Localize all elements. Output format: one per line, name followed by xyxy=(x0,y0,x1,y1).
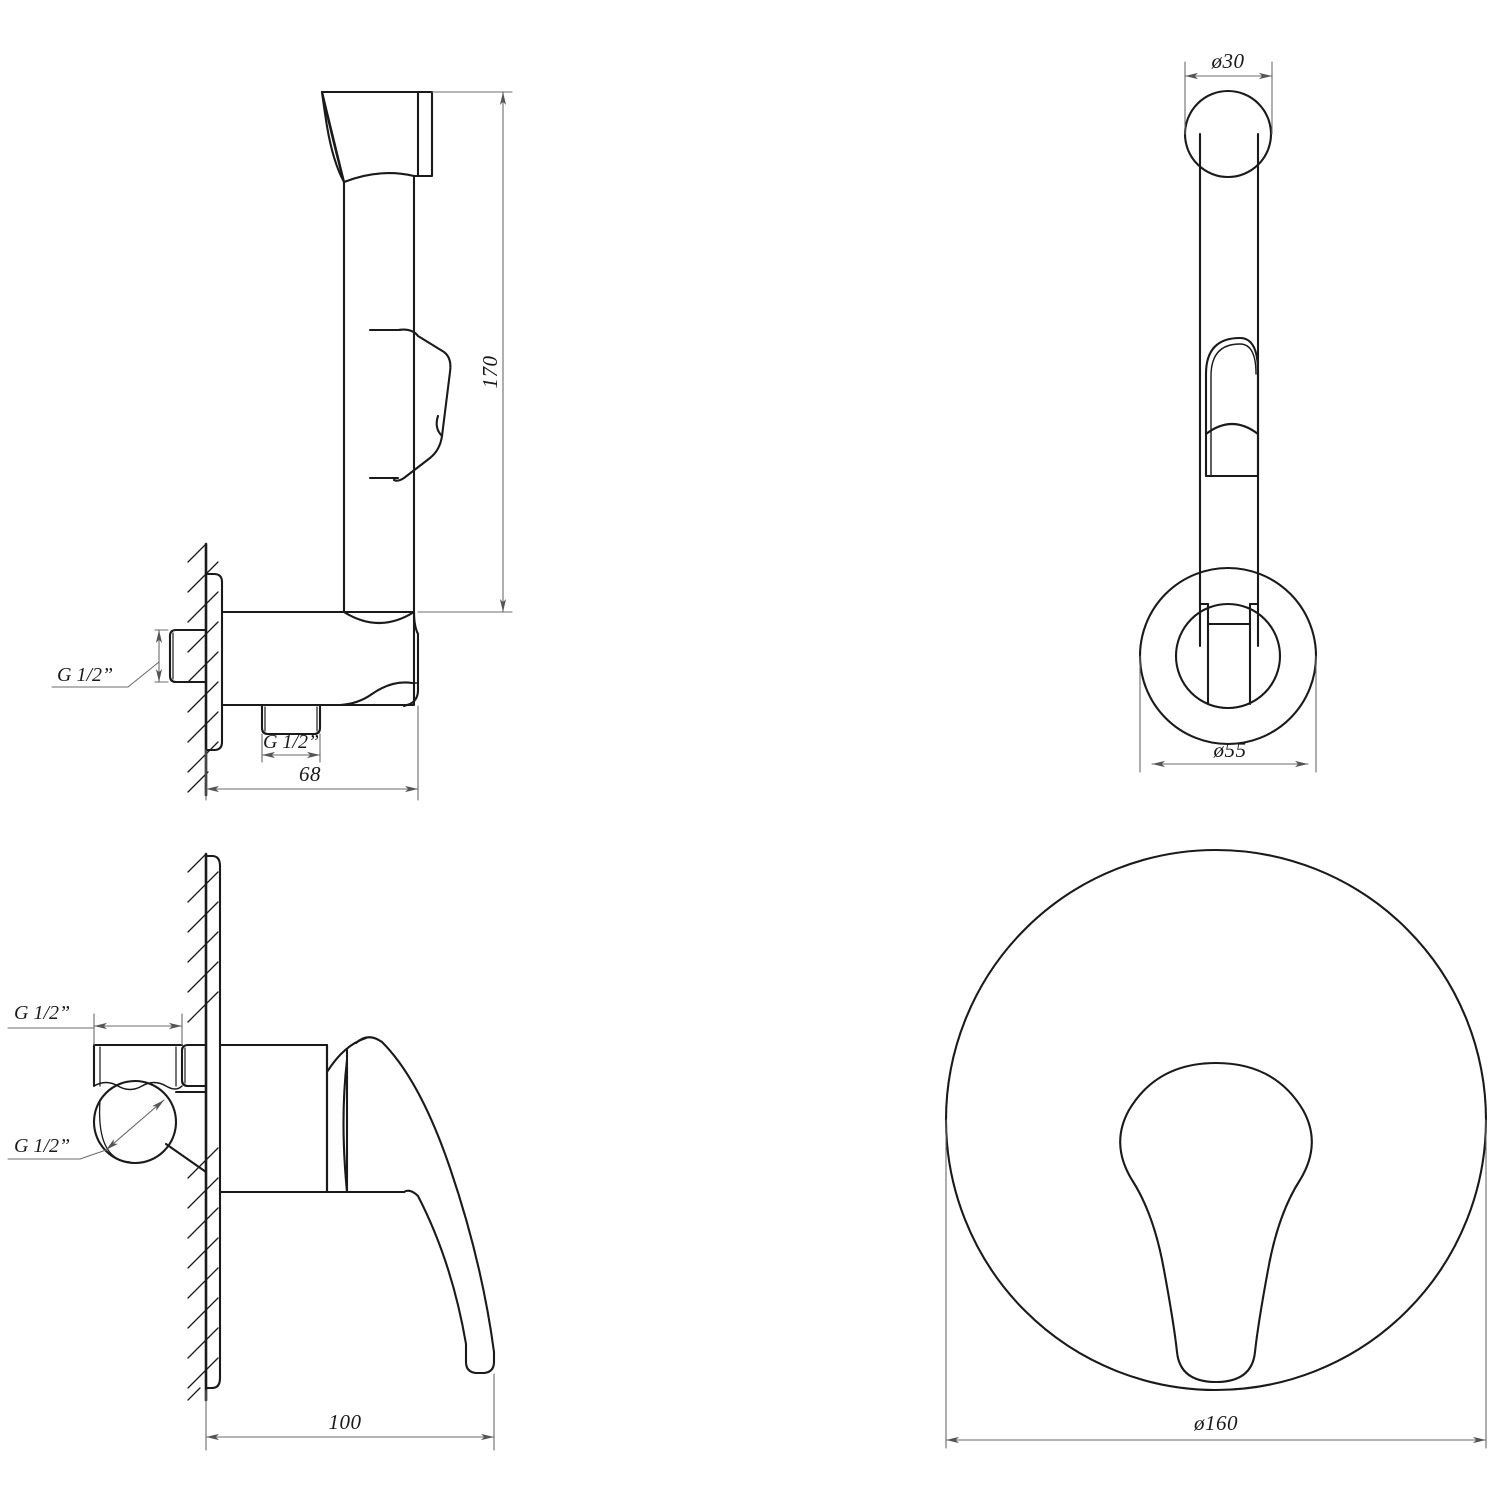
view-bottom-right-mixer-front xyxy=(944,848,1488,1392)
view-top-left-sprayer-side xyxy=(168,90,452,797)
dimension-label-g-half-lower-bl: G 1/2” xyxy=(14,1135,70,1157)
dimension-label-d160: ø160 xyxy=(1193,1411,1238,1435)
sprayer-head-bevel xyxy=(320,90,346,184)
view-bottom-left-mixer-side xyxy=(92,852,496,1402)
wall-hatch-top-left xyxy=(187,543,219,793)
dimension-100 xyxy=(205,1373,495,1451)
dimension-d30 xyxy=(1184,61,1273,135)
flange-inner-circle xyxy=(1174,602,1282,710)
trigger-lever xyxy=(392,328,452,482)
dimension-label-68: 68 xyxy=(299,762,321,786)
mixer-plate-side xyxy=(204,854,222,1390)
mixer-upper-spigot xyxy=(180,1043,208,1088)
dimension-label-100: 100 xyxy=(329,1410,362,1434)
dimension-label-g-half-inlet-tl: G 1/2” xyxy=(57,664,113,686)
holder-waist xyxy=(338,681,414,707)
outlet-spigot-top-left xyxy=(260,703,322,736)
mixer-lower-inlet-circle xyxy=(92,1079,178,1165)
sprayer-head-shoulder xyxy=(342,172,416,184)
holder-body xyxy=(220,610,416,707)
dimension-label-170: 170 xyxy=(478,356,502,389)
dimension-g-half-inlet-tl xyxy=(51,629,169,688)
mixer-lower-inlet-join xyxy=(164,1142,208,1174)
dimension-g-half-upper-bl xyxy=(7,1013,183,1046)
mixer-cartridge-neck xyxy=(342,1058,349,1194)
mixer-lower-inlet-arc xyxy=(98,1099,131,1163)
dimension-label-g-half-outlet-tl: G 1/2” xyxy=(263,731,319,753)
mixer-upper-wavy xyxy=(93,1081,183,1091)
dimension-d160 xyxy=(945,1119,1487,1449)
wall-hatch-bottom-left xyxy=(187,853,219,1401)
handle-stem-front xyxy=(1206,602,1252,706)
inlet-spigot-top-left xyxy=(168,628,208,684)
dimension-68 xyxy=(205,705,419,801)
handle-seat-curve xyxy=(342,610,416,624)
flange-outer-circle xyxy=(1138,566,1318,746)
holder-cradle-contour xyxy=(402,610,420,708)
dimension-d55 xyxy=(1139,655,1317,773)
mixer-lever-inner xyxy=(402,1189,478,1375)
mixer-lever-front-pear xyxy=(1119,1061,1313,1384)
trigger-front-outline xyxy=(1204,336,1260,478)
mixer-lever-outer xyxy=(354,1036,496,1375)
holder-flange xyxy=(204,572,224,752)
trigger-front-curve xyxy=(1204,422,1260,436)
trigger-waist xyxy=(435,414,444,438)
mixer-upper-spigot-body xyxy=(92,1043,184,1088)
dimension-label-d55: ø55 xyxy=(1213,738,1247,762)
dimension-170 xyxy=(417,91,513,613)
sprayer-head xyxy=(320,90,434,184)
trigger-front-inner xyxy=(1210,343,1257,477)
dimension-g-half-outlet-tl xyxy=(261,733,321,763)
view-top-right-sprayer-front xyxy=(1138,89,1318,746)
dimension-g-half-lower-bl xyxy=(7,1099,165,1160)
dimension-label-d30: ø30 xyxy=(1211,49,1245,73)
mixer-plate-circle xyxy=(944,848,1488,1392)
dimension-label-g-half-upper-bl: G 1/2” xyxy=(14,1002,70,1024)
mixer-body xyxy=(218,1043,329,1194)
